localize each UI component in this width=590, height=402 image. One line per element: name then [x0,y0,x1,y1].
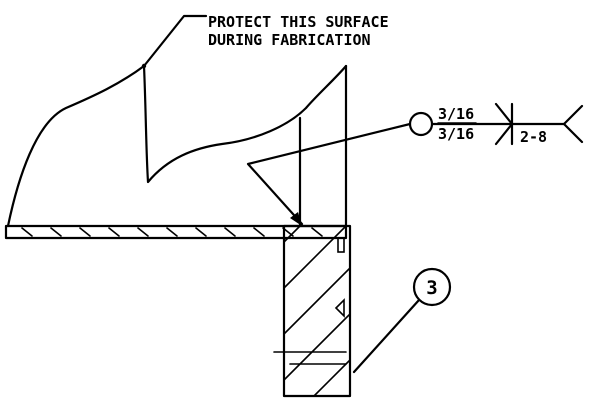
member-hatch-line [283,225,301,243]
weld-size-arrow-side: 3/16 [438,105,474,123]
fillet-weld-top [337,237,345,253]
plate-hatch-line [195,227,207,237]
break-line [6,64,348,228]
weld-arrow [246,122,412,226]
item-balloon: 3 [352,267,452,374]
weld-tail [562,104,584,144]
member-hatch-line [283,267,351,335]
note-leader [141,14,208,69]
member-hatch-line [313,359,351,397]
vertical-member [273,224,352,398]
plate-hatch-line [79,227,91,237]
plate-hatch-line [166,227,178,237]
weld-length-pitch: 2-8 [520,128,547,146]
fillet-weld-symbol-lower [494,122,514,146]
all-around-weld-circle [408,111,434,137]
fillet-weld-bottom [334,298,345,318]
weld-arrowhead [290,212,302,226]
item-balloon-leader [352,298,421,374]
plate-hatch-line [21,227,33,237]
plate-hatch-line [224,227,236,237]
item-number: 3 [426,277,437,299]
plate-hatch-line [108,227,120,237]
plate-hatch-line [311,227,323,237]
note-line-2: DURING FABRICATION [208,31,371,49]
fillet-weld-symbol-upper [494,102,514,126]
horizontal-plate [4,224,348,240]
plate-hatch-line [50,227,62,237]
member-hatch-line [283,225,347,289]
plate-hatch-line [253,227,265,237]
weld-size-other-side: 3/16 [438,125,474,143]
member-hatch-line [283,313,351,381]
plate-hatch-line [137,227,149,237]
note-line-1: PROTECT THIS SURFACE [208,13,389,31]
